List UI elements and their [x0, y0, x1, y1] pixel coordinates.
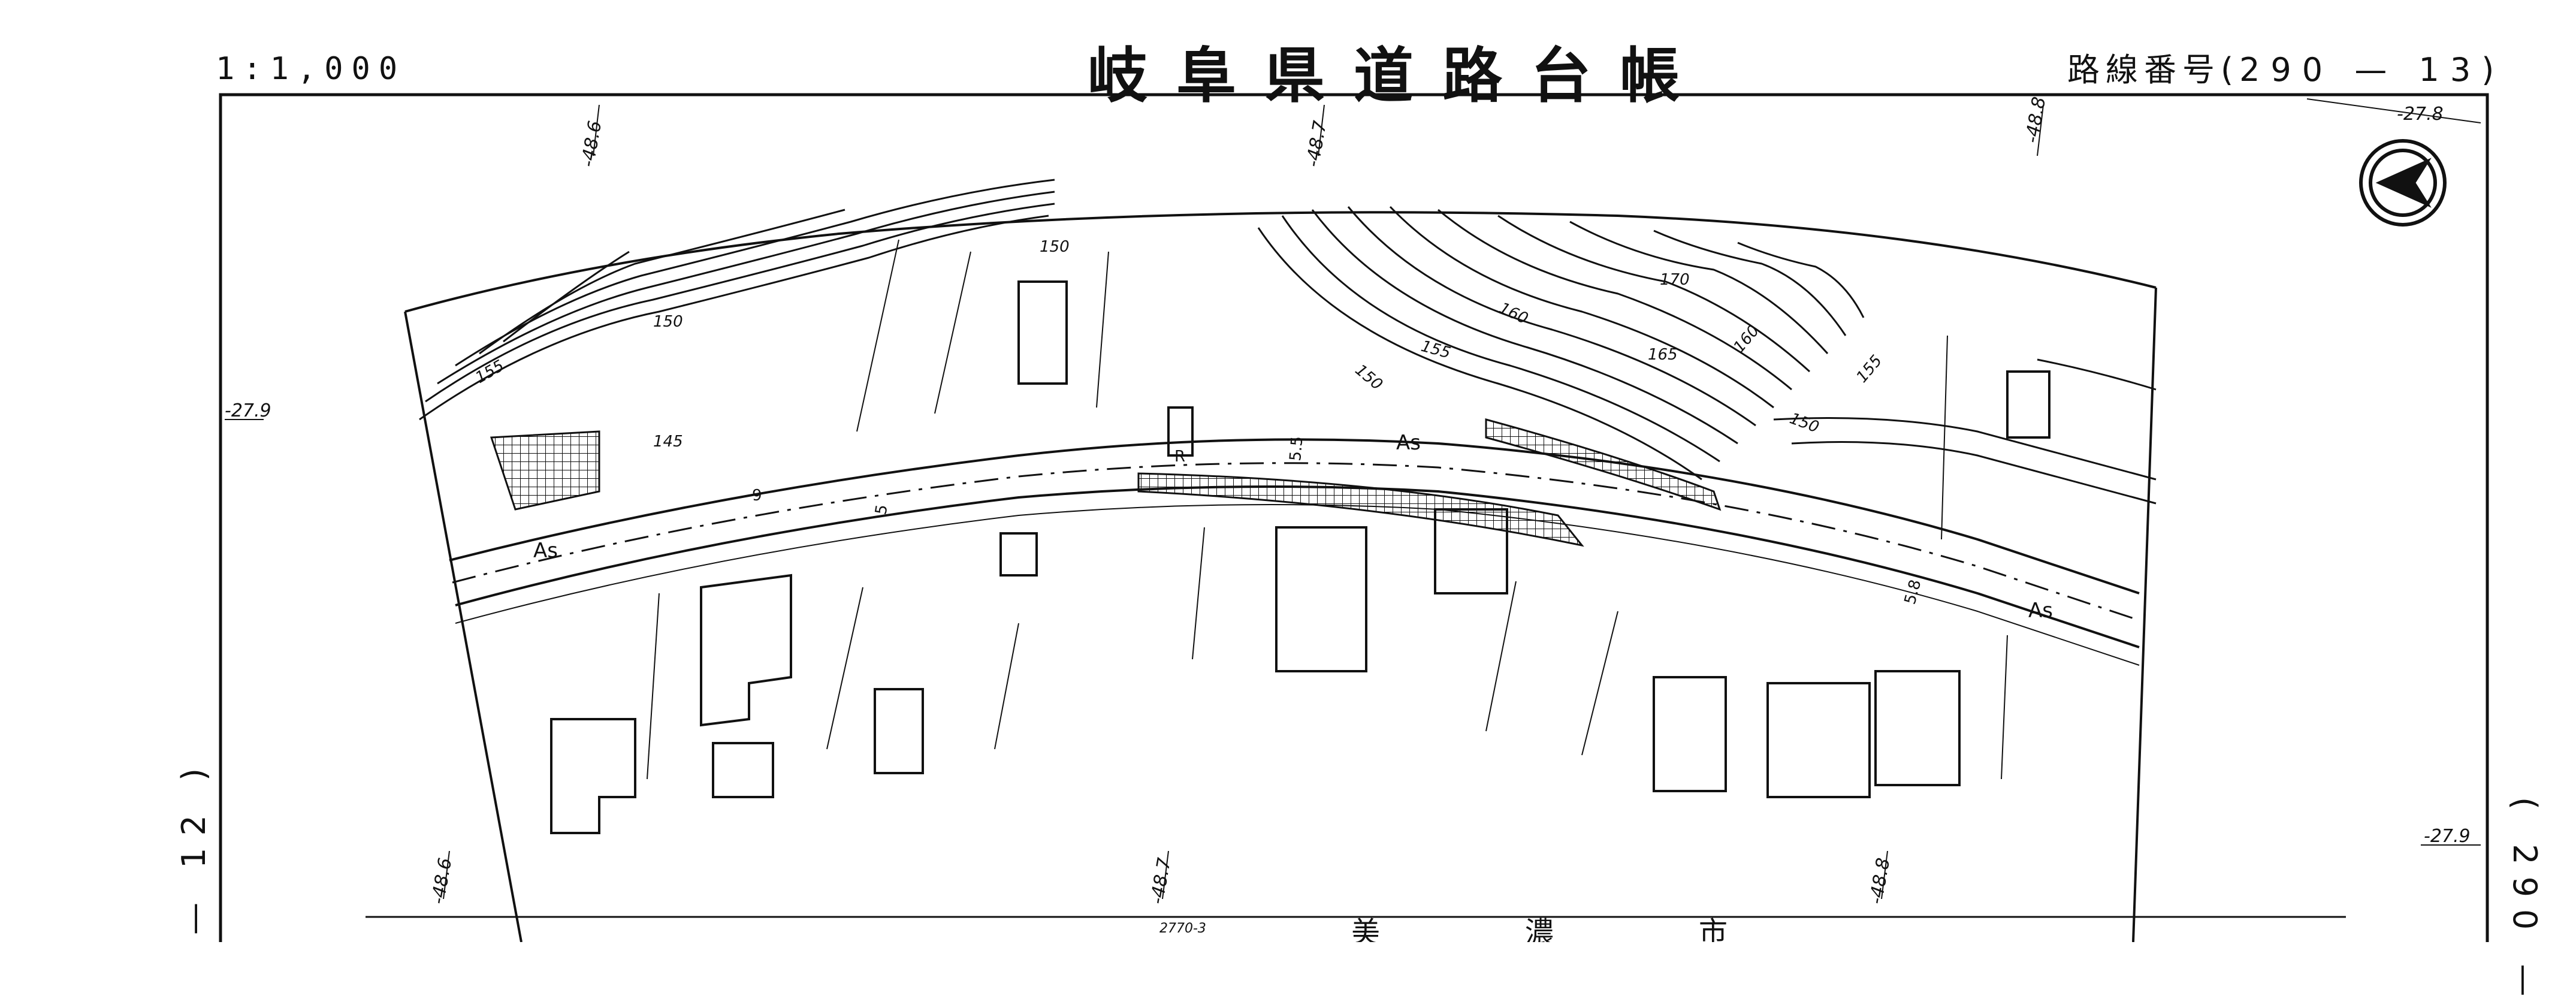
route-number-value: 290 — 13: [2239, 51, 2482, 89]
buildings: [550, 280, 2050, 834]
route-prefix: 路線番号(: [2067, 51, 2240, 89]
retaining-wall-north: [1485, 418, 1722, 511]
contour-label: 150: [1040, 238, 1070, 256]
grid-label-top-3: -48.8: [2021, 95, 2050, 145]
road-width-label: 5.5: [1287, 436, 1306, 462]
retaining-wall-west: [490, 430, 600, 511]
route-number: 路線番号(290 — 13): [2067, 43, 2500, 90]
contour-label: 150: [1352, 361, 1386, 394]
grid-label-top-2: -48.7: [1302, 119, 1331, 169]
road-centerline: [452, 462, 2140, 621]
grid-label-top-1: -48.6: [577, 119, 606, 169]
map-frame: [219, 93, 2489, 942]
parcel-number: 2770-3: [1159, 921, 1206, 936]
contour-lines: [419, 179, 2157, 505]
grid-label-right-mid: -27.9: [2424, 826, 2471, 847]
road-width-label: 5.8: [1901, 578, 1925, 606]
grid-label-left-mid: -27.9: [225, 400, 271, 421]
road-marking-label: R: [1174, 448, 1185, 466]
road-surface-label: As: [2028, 599, 2053, 623]
contour-label: 150: [1787, 409, 1822, 436]
contour-label: 145: [653, 433, 683, 451]
contour-label: 150: [653, 313, 683, 331]
road-width-label: 5: [872, 503, 891, 517]
road-surface-label: As: [533, 539, 558, 563]
grid-label-bottom-2: -48.7: [1146, 856, 1175, 906]
grid-label-bottom-3: -48.8: [1865, 856, 1894, 906]
grid-label-bottom-1: -48.6: [427, 856, 456, 906]
grid-label-top-right: -27.8: [2397, 104, 2444, 125]
contour-label: 160: [1730, 322, 1763, 356]
grid-ticks: [225, 98, 2481, 900]
road-surface-label: As: [1396, 431, 1421, 455]
place-name-char: 濃: [1525, 916, 1554, 942]
map-scale: 1:1,000: [216, 51, 406, 87]
road-width-label: 9: [752, 487, 762, 505]
north-arrow-icon: [2359, 139, 2447, 227]
road-edges: [449, 438, 2140, 666]
place-name-char: 市: [1699, 916, 1728, 942]
lot-lines: [647, 239, 2008, 780]
route-suffix: ): [2481, 51, 2500, 89]
contour-label: 160: [1496, 299, 1531, 328]
road-map: -48.6 -48.7 -48.8 -27.8 -27.9 -27.9 -48.…: [219, 93, 2489, 942]
contour-label: 165: [1648, 346, 1678, 364]
place-name-char: 美: [1351, 916, 1380, 942]
contour-label: 170: [1660, 271, 1690, 289]
contour-label: 155: [1853, 352, 1886, 386]
retaining-wall-south: [1137, 472, 1584, 547]
contour-label: 155: [1419, 337, 1452, 363]
map-title: 岐阜県道路台帳: [1088, 41, 1708, 111]
